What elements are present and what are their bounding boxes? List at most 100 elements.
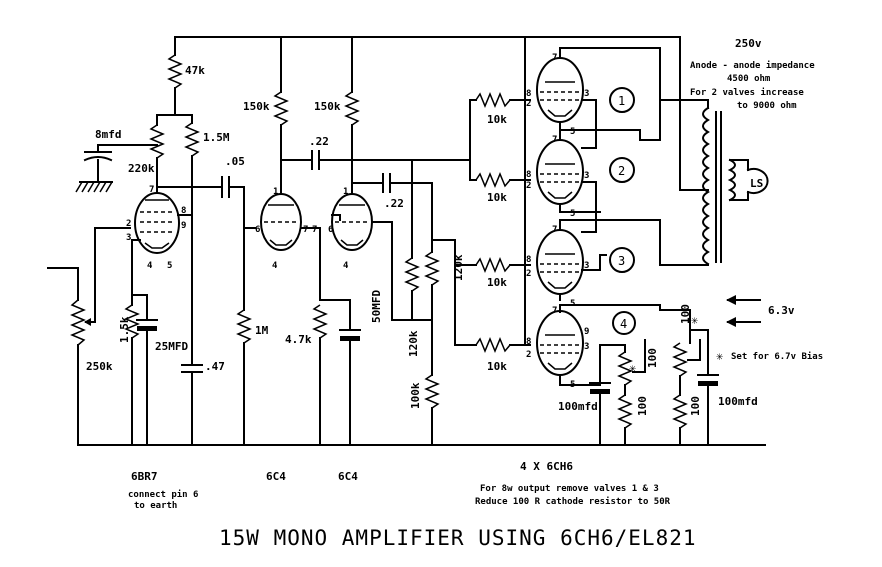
valve-number-2-circle: [609, 157, 635, 183]
loudspeaker: [746, 168, 769, 194]
r-10k-grid-2: [469, 172, 531, 188]
c-047-label: .47: [205, 360, 225, 373]
out1-pin-5: 5: [570, 127, 575, 137]
v2-pin-6: 6: [255, 225, 260, 235]
r-120k-b-label: 120k: [407, 330, 420, 357]
r-10k-3-label: 10k: [487, 276, 507, 289]
pin6-note-line1: connect pin 6: [128, 489, 198, 500]
r-10k-grid-4: [469, 337, 531, 353]
b-plus-label: 250v: [735, 37, 762, 50]
c-022-a: [280, 150, 413, 170]
output-transformer: [659, 36, 749, 266]
r-47k-label: 47k: [185, 64, 205, 77]
r-10k-1-label: 10k: [487, 113, 507, 126]
out2-pin-3: 3: [584, 171, 589, 181]
c-100mfd-a: [589, 344, 611, 446]
v1-pin-2: 2: [126, 219, 131, 229]
v2-pin-7: 7: [303, 225, 308, 235]
speaker-label: LS: [750, 177, 763, 190]
v1-pin-3: 3: [126, 233, 131, 243]
impedance-note-3: For 2 valves increase: [690, 87, 804, 98]
bias-star-b: ✳: [691, 313, 698, 327]
impedance-note-4: to 9000 ohm: [737, 101, 797, 111]
v3-pin-1: 1: [343, 187, 348, 197]
valve-v2-label: 6C4: [266, 470, 286, 483]
output-valve-2: [536, 139, 584, 205]
reduced-output-note-1: For 8w output remove valves 1 & 3: [480, 484, 659, 494]
r-10k-4-label: 10k: [487, 360, 507, 373]
r-10k-2-label: 10k: [487, 191, 507, 204]
bias-note: Set for 6.7v Bias: [731, 351, 823, 362]
r-47k: [156, 36, 193, 116]
c-100mfd-a-label: 100mfd: [558, 400, 598, 413]
v3-pin-6: 6: [328, 225, 333, 235]
c-8mfd-label: 8mfd: [95, 128, 122, 141]
out2-pin-8: 8: [526, 170, 531, 180]
valve-number-4-circle: [612, 311, 636, 335]
r-1m-label: 1M: [255, 324, 269, 337]
c-100mfd-b-label: 100mfd: [718, 395, 758, 408]
r-1k5-label: 1.5k: [118, 316, 131, 343]
c-25mfd-label: 25MFD: [155, 340, 188, 353]
impedance-note-2: 4500 ohm: [727, 74, 771, 84]
bias-pot-a: [599, 339, 646, 446]
pot-100-a-label: 100: [646, 348, 659, 368]
out3-pin-8: 8: [526, 255, 531, 265]
r-220k: [149, 114, 165, 194]
out4-pin-8: 8: [526, 337, 531, 347]
out2-pin-2: 2: [526, 181, 531, 191]
valve-v2-6c4: [260, 193, 302, 251]
valve-number-4: 4: [620, 317, 627, 331]
c-022-b: [351, 173, 433, 241]
r-10k-grid-1: [469, 92, 531, 108]
c-022-b-label: .22: [384, 197, 404, 210]
bias-star-a: ✳: [629, 361, 636, 375]
valve-number-3-circle: [609, 247, 635, 273]
valve-v3-6c4: [331, 193, 373, 251]
v1-pin-9: 9: [181, 221, 186, 231]
impedance-note-1: Anode - anode impedance: [690, 60, 815, 71]
r-250k-label: 250k: [86, 360, 113, 373]
out2-pin-5: 5: [570, 209, 575, 219]
pot-100-b-label: 100: [679, 304, 692, 324]
heater-supply: [726, 295, 761, 327]
out3-pin-2: 2: [526, 269, 531, 279]
valve-number-3: 3: [618, 254, 625, 268]
out2-pin-7: 7: [552, 135, 557, 145]
c-005-label: .05: [225, 155, 245, 168]
r-100-b-label: 100: [689, 396, 702, 416]
v2-v3-cathode-net: [300, 227, 361, 446]
bias-pot-b: [659, 309, 719, 446]
output-valve-4: [536, 310, 584, 376]
phase-splitter-network: [331, 99, 471, 446]
out4-pin-3: 3: [584, 342, 589, 352]
out4-pin-2: 2: [526, 350, 531, 360]
reduced-output-note-2: Reduce 100 R cathode resistor to 50R: [475, 496, 671, 507]
r-100k-label: 100k: [409, 382, 422, 409]
r-4k7-label: 4.7k: [285, 333, 312, 346]
output-valves-caption: 4 X 6CH6: [520, 460, 573, 473]
schematic-title: 15W MONO AMPLIFIER USING 6CH6/EL821: [219, 526, 697, 550]
out1-pin-3: 3: [584, 89, 589, 99]
valve-number-2: 2: [618, 164, 625, 178]
v2-pin-1: 1: [273, 187, 278, 197]
output-valve-3: [536, 229, 584, 295]
valve-v3-label: 6C4: [338, 470, 358, 483]
c-022-a-label: .22: [309, 135, 329, 148]
out1-pin-2: 2: [526, 99, 531, 109]
r-100-a-label: 100: [636, 396, 649, 416]
input-volume-pot: [47, 227, 131, 446]
c-047: [181, 214, 203, 446]
pin6-note-line2: to earth: [134, 501, 177, 511]
r-150k-b-label: 150k: [314, 100, 341, 113]
r-150k-a-label: 150k: [243, 100, 270, 113]
r-1m5-label: 1.5M: [203, 131, 230, 144]
c-50mfd-label: 50MFD: [370, 290, 383, 323]
r-150k-v2: [273, 36, 289, 195]
out4-pin-7: 7: [552, 306, 557, 316]
output-valve-1: [536, 57, 584, 123]
out4-pin-9: 9: [584, 327, 589, 337]
v1-cathode-network: [124, 239, 158, 446]
valve-number-1: 1: [618, 94, 625, 108]
v3-pin-4: 4: [343, 261, 349, 271]
